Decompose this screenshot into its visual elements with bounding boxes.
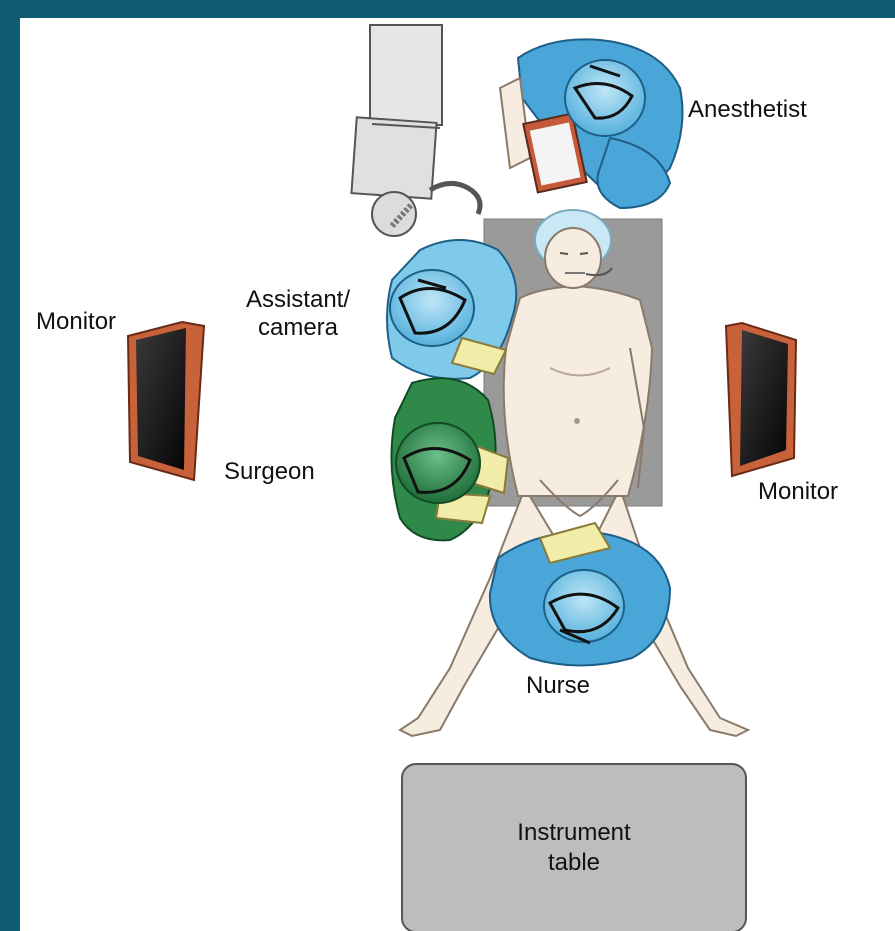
diagram-canvas: Anesthetist Assistant/ camera Monitor Su… — [20, 18, 895, 931]
assistant-figure — [387, 240, 516, 379]
monitor-left-icon — [128, 322, 204, 480]
surgeon-label: Surgeon — [224, 458, 315, 486]
instrument-table-label-line2: table — [517, 848, 630, 878]
anesthesia-machine-icon — [351, 25, 480, 236]
anesthetist-label: Anesthetist — [688, 96, 807, 124]
monitor-right-icon — [726, 323, 796, 476]
nurse-label: Nurse — [526, 672, 590, 700]
instrument-table-label: Instrument table — [402, 764, 746, 931]
monitor-left-label: Monitor — [36, 308, 116, 336]
assistant-label: Assistant/ camera — [218, 286, 378, 342]
assistant-label-line1: Assistant/ — [218, 286, 378, 314]
instrument-table-label-line1: Instrument — [517, 818, 630, 848]
anesthetist-figure — [500, 39, 682, 208]
assistant-label-line2: camera — [218, 314, 378, 342]
monitor-right-label: Monitor — [758, 478, 838, 506]
